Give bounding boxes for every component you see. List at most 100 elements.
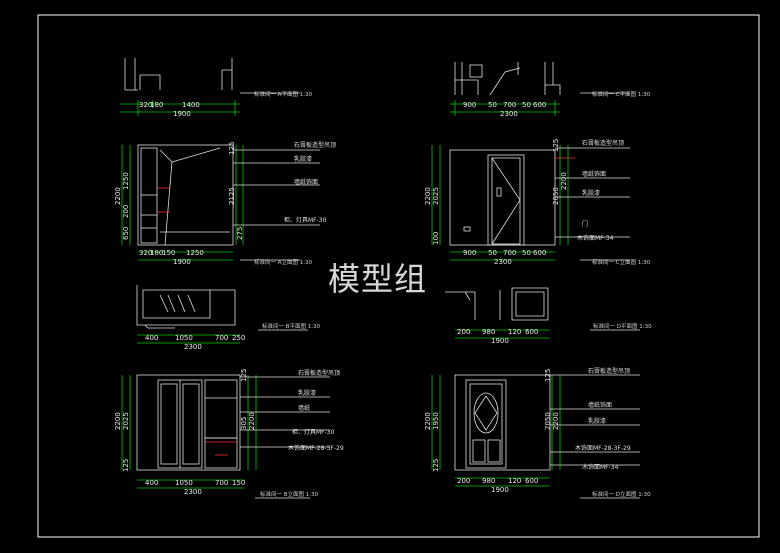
b-elev-label-2: 乳胶漆 <box>298 389 316 397</box>
b-elev-dim-3: 700 <box>215 479 228 487</box>
d-elev-v-6: 2200 <box>552 412 560 430</box>
c-elev-v-2: 2025 <box>432 187 440 205</box>
watermark-text: 模型组 <box>328 260 428 298</box>
a-elev-dim-2: 180 <box>150 249 163 257</box>
b-elev-v-4: 125 <box>240 369 248 382</box>
c-elev-dim-5: 600 <box>533 249 546 257</box>
b-elev-label-1: 石膏板造型吊顶 <box>298 369 340 377</box>
a-elev-dim-1: 320 <box>139 249 152 257</box>
d-elev-label-1: 石膏板造型吊顶 <box>588 367 630 375</box>
d-elev-v-2: 1950 <box>432 412 440 430</box>
b-elev-dim-total: 2300 <box>184 488 202 496</box>
d-plan-dim-4: 600 <box>525 328 538 336</box>
c-plan-dim-2: 50 <box>488 101 497 109</box>
d-elev-dim-4: 600 <box>525 477 538 485</box>
d-elev-caption: 标准间一 D立面图 1:30 <box>592 490 651 498</box>
b-plan-dim-total: 2300 <box>184 343 202 351</box>
a-elev-caption: 标准间一 A立面图 1:30 <box>254 258 313 266</box>
c-plan-dim-4: 50 <box>522 101 531 109</box>
a-elev-label-2: 乳胶漆 <box>294 155 312 163</box>
b-plan-dim-4: 250 <box>232 334 245 342</box>
b-plan-dim-3: 700 <box>215 334 228 342</box>
c-elev-dim-3: 700 <box>503 249 516 257</box>
b-elev-v-2: 2025 <box>122 412 130 430</box>
d-plan-dim-total: 1900 <box>491 337 509 345</box>
b-elev-v-3: 125 <box>122 459 130 472</box>
c-elev-label-1: 石膏板造型吊顶 <box>582 139 624 147</box>
d-plan-dim-1: 200 <box>457 328 470 336</box>
b-elev-caption: 标准间一 B立面图 1:30 <box>260 490 319 498</box>
d-elev-dim-2: 980 <box>482 477 495 485</box>
b-plan <box>136 285 308 344</box>
b-elev-dim-2: 1050 <box>175 479 193 487</box>
c-elev-v-6: 2200 <box>560 172 568 190</box>
b-elev-v-6: 2200 <box>248 412 256 430</box>
d-elev-label-4: 木饰面MF-28-3F-29 <box>575 444 631 452</box>
d-elev-dim-1: 200 <box>457 477 470 485</box>
b-elev-label-5: 木饰面MF-28-3F-29 <box>288 444 344 452</box>
d-plan-dim-2: 980 <box>482 328 495 336</box>
a-plan-dim-total: 1900 <box>173 110 191 118</box>
c-elev-v-3: 100 <box>432 232 440 245</box>
c-elev-label-3: 乳胶漆 <box>582 189 600 197</box>
d-elev-dim-total: 1900 <box>491 486 509 494</box>
c-elev-v-1: 2200 <box>424 187 432 205</box>
a-elev-v-4: 650 <box>122 227 130 240</box>
a-elev-label-4: 柜、灯具MF-30 <box>284 216 327 224</box>
d-elevation <box>431 374 640 499</box>
d-elev-v-4: 125 <box>544 369 552 382</box>
b-elev-v-5: 305 <box>240 417 248 430</box>
b-plan-dim-1: 400 <box>145 334 158 342</box>
a-elev-dim-total: 1900 <box>173 258 191 266</box>
c-plan-dim-5: 600 <box>533 101 546 109</box>
d-elev-label-3: 乳胶漆 <box>588 417 606 425</box>
c-elevation <box>431 145 630 261</box>
a-elev-label-3: 墙纸饰面 <box>294 178 318 186</box>
d-elev-label-2: 墙纸饰面 <box>588 401 612 409</box>
a-plan-dim-3: 1400 <box>182 101 200 109</box>
c-plan-caption: 标准间一 C平面图 1:30 <box>592 90 651 98</box>
a-plan-dim-2: 180 <box>150 101 163 109</box>
d-plan <box>445 287 640 339</box>
a-elev-dim-4: 1250 <box>186 249 204 257</box>
a-elev-v-6: 2125 <box>228 187 236 205</box>
a-elevation <box>121 144 320 261</box>
a-elev-v-7: 275 <box>236 227 244 240</box>
c-elev-v-5: 2050 <box>552 187 560 205</box>
a-elev-dim-3: 150 <box>162 249 175 257</box>
c-elev-label-4: 门 <box>582 220 588 228</box>
c-plan-dim-1: 900 <box>463 101 476 109</box>
a-elev-v-1: 2200 <box>114 187 122 205</box>
d-elev-v-3: 125 <box>432 459 440 472</box>
d-plan-dim-3: 120 <box>508 328 521 336</box>
b-elev-label-4: 柜、灯具MF-30 <box>292 428 335 436</box>
d-elev-label-5: 木饰面MF-34 <box>582 463 619 471</box>
a-elev-label-1: 石膏板造型吊顶 <box>294 141 336 149</box>
c-elev-dim-total: 2300 <box>494 258 512 266</box>
c-elev-label-2: 墙纸饰面 <box>582 170 606 178</box>
d-plan-caption: 标准间一 D平面图 1:30 <box>593 322 652 330</box>
c-elev-dim-4: 50 <box>522 249 531 257</box>
a-plan-dim-1: 320 <box>139 101 152 109</box>
c-elev-v-4: 125 <box>552 139 560 152</box>
b-elev-v-1: 2200 <box>114 412 122 430</box>
c-plan <box>450 62 630 116</box>
sheet-border <box>37 14 760 538</box>
b-plan-caption: 标准间一 B平面图 1:30 <box>262 322 321 330</box>
c-elev-dim-1: 900 <box>463 249 476 257</box>
b-elev-dim-4: 150 <box>232 479 245 487</box>
a-elev-v-5: 125 <box>228 142 236 155</box>
a-elev-v-3: 200 <box>122 205 130 218</box>
b-plan-dim-2: 1050 <box>175 334 193 342</box>
c-elev-label-5: 木饰面MF-34 <box>577 234 614 242</box>
b-elevation <box>121 374 330 499</box>
d-elev-v-5: 2050 <box>544 412 552 430</box>
c-plan-dim-total: 2300 <box>500 110 518 118</box>
b-elev-dim-1: 400 <box>145 479 158 487</box>
d-elev-v-1: 2200 <box>424 412 432 430</box>
a-elev-v-2: 1250 <box>122 172 130 190</box>
d-elev-dim-3: 120 <box>508 477 521 485</box>
a-plan <box>120 58 300 116</box>
